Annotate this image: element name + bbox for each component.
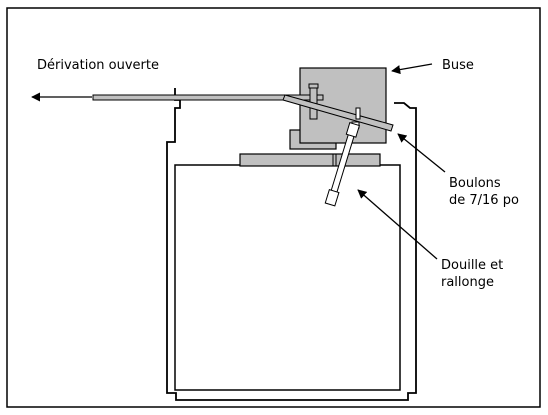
nozzle-box bbox=[299, 67, 387, 144]
label-bolts-line2: de 7/16 po bbox=[449, 193, 519, 208]
socket-arrow bbox=[357, 189, 438, 260]
label-nozzle: Buse bbox=[442, 58, 474, 73]
diagram-frame bbox=[6, 7, 541, 408]
label-bolts-line1: Boulons bbox=[449, 176, 501, 191]
furnace-outline bbox=[166, 88, 417, 401]
nozzle-arrow bbox=[391, 63, 433, 75]
top-plate bbox=[239, 153, 381, 167]
angled-bar bbox=[282, 94, 394, 132]
label-bypass-open: Dérivation ouverte bbox=[37, 58, 159, 73]
label-socket-line1: Douille et bbox=[441, 258, 503, 273]
bolts-arrow bbox=[397, 133, 446, 173]
socket-extension-tool bbox=[324, 122, 361, 207]
bolt bbox=[355, 107, 361, 120]
bypass-shaft-cap bbox=[308, 83, 319, 89]
label-socket-line2: rallonge bbox=[441, 275, 494, 290]
furnace-inner-box bbox=[174, 164, 401, 391]
bypass-rod bbox=[92, 94, 324, 101]
